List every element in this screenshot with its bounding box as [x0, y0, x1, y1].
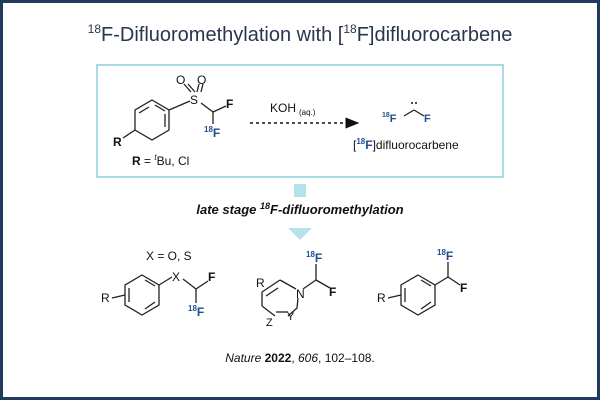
svg-text:X = O, S: X = O, S — [146, 249, 192, 263]
svg-text:F: F — [329, 285, 336, 299]
svg-text:18F: 18F — [382, 112, 397, 125]
svg-text:18F: 18F — [437, 248, 453, 263]
svg-text:R: R — [101, 291, 110, 305]
svg-text:X: X — [172, 270, 180, 284]
sulfone-reagent-structure: O O S F 18F R — [113, 73, 233, 149]
svg-text:O: O — [176, 73, 185, 87]
svg-text:O: O — [197, 73, 206, 87]
svg-text:18F: 18F — [204, 125, 220, 140]
product-n-heteroarene: N R Z Y F 18F — [256, 250, 336, 329]
svg-text:Z: Z — [266, 317, 273, 329]
product-aryl-ether-thioether: X = O, S X F 18F R — [101, 249, 215, 319]
svg-text:S: S — [190, 93, 198, 107]
svg-text:Y: Y — [287, 311, 295, 323]
svg-text:F: F — [424, 113, 431, 125]
difluorocarbene-structure: 18F F [18F]difluorocarbene — [353, 102, 459, 152]
reaction-conditions: KOH(aq.) — [270, 101, 316, 117]
svg-text:F: F — [460, 281, 467, 295]
reaction-box — [96, 64, 504, 178]
r-group-definition: R = tBu, Cl — [132, 153, 189, 168]
svg-text:F: F — [226, 97, 233, 111]
step-label: late stage 18F-difluoromethylation — [196, 201, 403, 217]
citation: Nature 2022, 606, 102–108. — [225, 351, 375, 365]
svg-text:R: R — [377, 291, 386, 305]
svg-text:18F: 18F — [188, 304, 204, 319]
product-benzylic-difluoromethyl: R F 18F — [377, 248, 467, 316]
svg-text:R: R — [256, 276, 265, 290]
page-title: 18F-Difluoromethylation with [18F]difluo… — [88, 22, 513, 46]
down-arrow — [288, 184, 312, 240]
svg-text:N: N — [296, 287, 305, 301]
svg-text:R: R — [113, 135, 122, 149]
carbene-name: [18F]difluorocarbene — [353, 137, 459, 152]
svg-text:18F: 18F — [306, 250, 322, 265]
svg-text:F: F — [208, 270, 215, 284]
